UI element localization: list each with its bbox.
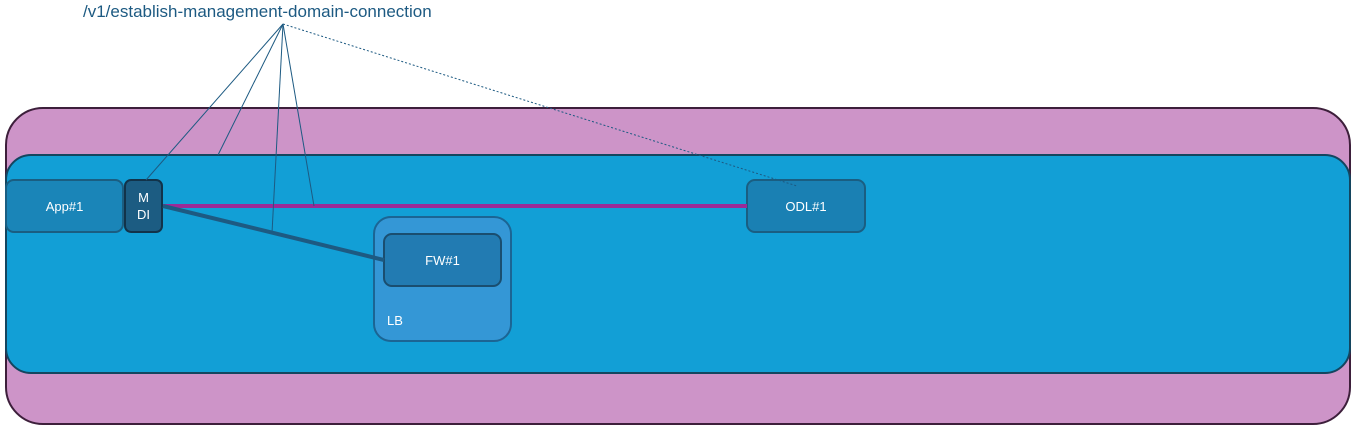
api-endpoint-label: /v1/establish-management-domain-connecti…: [83, 2, 432, 21]
lb-label: LB: [387, 313, 403, 328]
fw-node-label: FW#1: [425, 252, 460, 268]
mdi-node-label-line1: M: [138, 190, 149, 205]
inner-domain: [5, 154, 1351, 374]
odl-node-label: ODL#1: [785, 198, 827, 214]
mdi-node[interactable]: M DI: [124, 179, 163, 233]
fw-node[interactable]: FW#1: [383, 233, 502, 287]
app-node-label: App#1: [45, 198, 84, 214]
app-node[interactable]: App#1: [5, 179, 124, 233]
odl-node[interactable]: ODL#1: [746, 179, 866, 233]
mdi-node-label-line2: DI: [137, 207, 150, 222]
